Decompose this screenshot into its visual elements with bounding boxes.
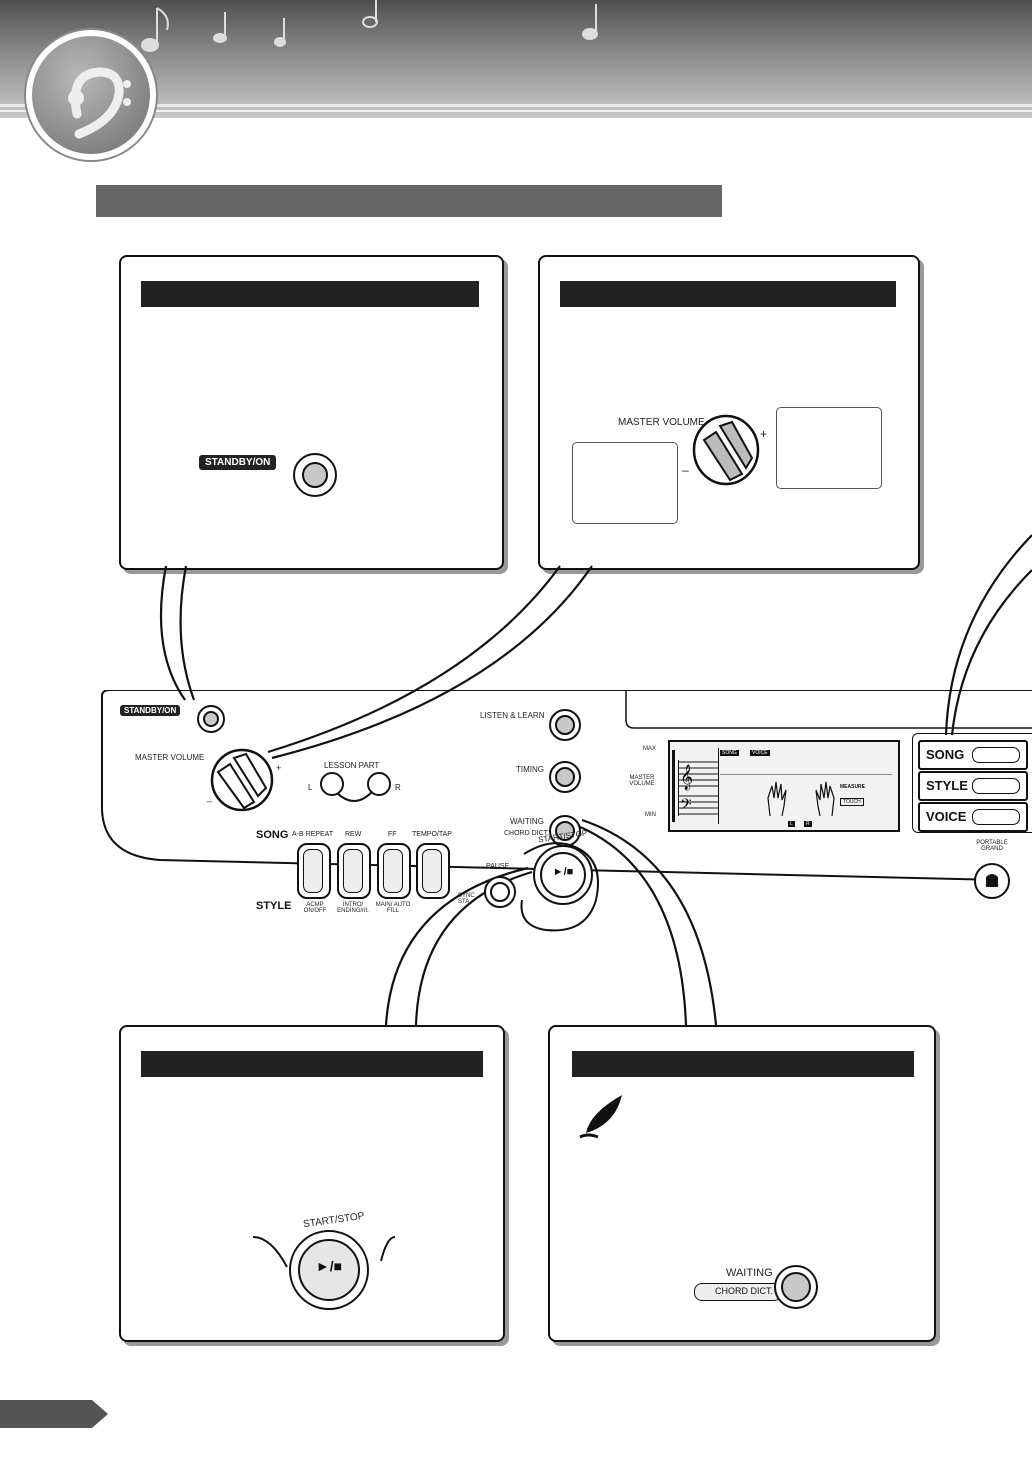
timing-button[interactable] bbox=[549, 761, 581, 793]
svg-text:𝄢: 𝄢 bbox=[680, 796, 692, 817]
lesson-part-label: LESSON PART bbox=[324, 761, 380, 770]
listen-learn-button[interactable] bbox=[549, 709, 581, 741]
callout-start-stop: START/STOP ►/■ bbox=[119, 1025, 505, 1342]
lcd-left-hand-indicator: L bbox=[788, 821, 795, 827]
volume-plus: + bbox=[760, 427, 768, 441]
start-stop-button[interactable]: ►/■ bbox=[533, 845, 593, 905]
volume-minus: – bbox=[682, 463, 689, 477]
tempo-tap-label: TEMPO/TAP bbox=[412, 831, 452, 838]
lcd-song-indicator: SONG bbox=[720, 750, 739, 756]
start-stop-button[interactable]: ►/■ bbox=[289, 1230, 369, 1310]
section-title-bar bbox=[96, 185, 722, 217]
music-notes-decoration bbox=[141, 0, 598, 52]
lcd-max-label: MAX bbox=[643, 746, 657, 752]
master-volume-knob[interactable] bbox=[690, 412, 762, 488]
volume-minus: – bbox=[207, 796, 213, 806]
pause-button[interactable] bbox=[484, 876, 516, 908]
header-stripe bbox=[0, 104, 1032, 107]
chord-dict-label: CHORD DICT. bbox=[504, 830, 550, 837]
waiting-label: WAITING bbox=[726, 1267, 773, 1279]
hands-icon bbox=[767, 781, 835, 817]
voice-mode-button[interactable]: VOICE bbox=[918, 802, 1028, 832]
play-stop-icon: ►/■ bbox=[552, 866, 574, 878]
lesson-r-label: R bbox=[395, 783, 401, 792]
song-label: SONG bbox=[256, 829, 289, 841]
lesson-right-button[interactable] bbox=[367, 772, 391, 796]
callout-standby: STANDBY/ON bbox=[119, 255, 504, 570]
waiting-button[interactable] bbox=[774, 1265, 818, 1309]
header-stripe bbox=[0, 110, 1032, 112]
callout-heading-bar bbox=[560, 281, 896, 307]
decrease-note-box bbox=[572, 442, 678, 524]
intro-ending-label: INTRO/ ENDING/rit. bbox=[337, 902, 369, 914]
lcd-right-hand-indicator: R bbox=[804, 821, 812, 827]
rew-button[interactable] bbox=[337, 843, 371, 899]
ff-label: FF bbox=[388, 831, 397, 838]
callout-heading-bar bbox=[141, 1051, 483, 1077]
main-auto-fill-label: MAIN/ AUTO FILL bbox=[375, 902, 411, 914]
portable-grand-button[interactable] bbox=[974, 863, 1010, 899]
svg-text:𝄞: 𝄞 bbox=[680, 764, 693, 790]
staff-icon: 𝄞 𝄢 bbox=[678, 760, 718, 817]
voice-mode-label: VOICE bbox=[926, 809, 967, 824]
play-stop-icon: ►/■ bbox=[315, 1258, 343, 1274]
start-stop-ring bbox=[520, 842, 599, 932]
master-volume-knob[interactable] bbox=[208, 748, 278, 812]
sync-start-label: SYNC STA bbox=[458, 893, 475, 905]
timing-label: TIMING bbox=[516, 765, 544, 774]
quill-pen-icon bbox=[579, 1095, 622, 1139]
style-mode-label: STYLE bbox=[926, 778, 968, 793]
song-mode-button[interactable]: SONG bbox=[918, 740, 1028, 770]
page-header bbox=[0, 0, 1032, 118]
mode-button-group bbox=[912, 733, 1032, 833]
style-mode-button[interactable]: STYLE bbox=[918, 771, 1028, 801]
master-volume-label: MASTER VOLUME bbox=[135, 753, 205, 762]
page-tab bbox=[0, 1400, 108, 1428]
ab-repeat-button[interactable] bbox=[297, 843, 331, 899]
lesson-left-button[interactable] bbox=[320, 772, 344, 796]
increase-note-box bbox=[776, 407, 882, 489]
standby-button[interactable] bbox=[293, 453, 337, 497]
lcd-measure-label: MEASURE bbox=[840, 784, 866, 790]
standby-label: STANDBY/ON bbox=[120, 705, 181, 716]
callout-heading-bar bbox=[572, 1051, 914, 1077]
volume-meter bbox=[672, 750, 675, 822]
lcd-master-volume-label: MASTER VOLUME bbox=[629, 775, 655, 787]
master-volume-label: MASTER VOLUME bbox=[618, 417, 705, 428]
rew-label: REW bbox=[345, 831, 362, 838]
tempo-tap-button[interactable] bbox=[416, 843, 450, 899]
volume-plus: + bbox=[276, 763, 282, 773]
callout-waiting: WAITING CHORD DICT. bbox=[548, 1025, 936, 1342]
standby-button[interactable] bbox=[197, 705, 225, 733]
standby-label: STANDBY/ON bbox=[199, 455, 277, 470]
chord-dict-label: CHORD DICT. bbox=[715, 1286, 773, 1296]
acmp-label: ACMP ON/OFF bbox=[303, 902, 327, 914]
lcd-voice-indicator: VOICE bbox=[750, 750, 770, 756]
keyboard-panel-outline bbox=[101, 690, 1032, 881]
listen-learn-label: LISTEN & LEARN bbox=[480, 711, 545, 720]
waiting-label: WAITING bbox=[510, 817, 544, 826]
lcd-touch-indicator: TOUCH bbox=[840, 798, 864, 806]
lesson-l-label: L bbox=[308, 783, 313, 792]
ff-button[interactable] bbox=[377, 843, 411, 899]
chord-dict-tag: CHORD DICT. bbox=[694, 1283, 782, 1301]
callout-master-volume: MASTER VOLUME – + bbox=[538, 255, 920, 570]
song-mode-label: SONG bbox=[926, 747, 965, 762]
portable-grand-label: PORTABLE GRAND bbox=[976, 840, 1008, 852]
lcd-display: 𝄞 𝄢 SONG VOICE L R MEASURE TOUCH bbox=[668, 740, 900, 832]
lcd-min-label: MIN bbox=[645, 812, 656, 818]
callout-heading-bar bbox=[141, 281, 479, 307]
pause-label: PAUSE bbox=[486, 863, 510, 870]
grand-piano-icon bbox=[986, 874, 998, 887]
start-stop-ring bbox=[252, 1236, 396, 1268]
ab-repeat-label: A-B REPEAT bbox=[292, 831, 334, 838]
style-label: STYLE bbox=[256, 900, 292, 912]
bass-clef-icon bbox=[26, 30, 156, 160]
